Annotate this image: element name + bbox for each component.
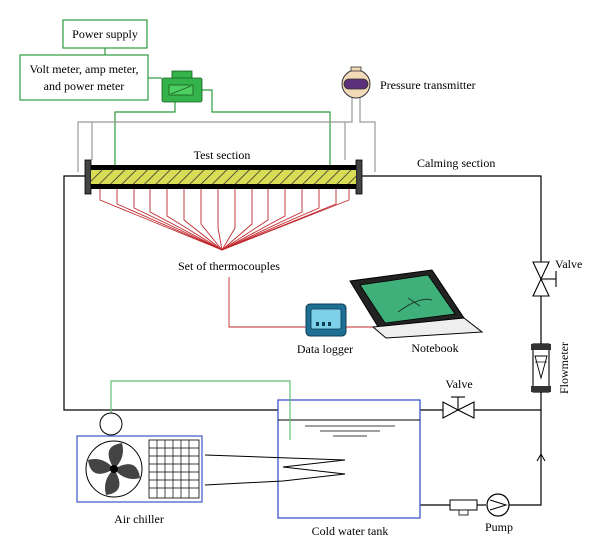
fan-icon xyxy=(85,440,143,498)
thermocouple-wires xyxy=(99,189,350,328)
data-logger-label: Data logger xyxy=(297,342,353,356)
power-supply-label: Power supply xyxy=(72,27,138,41)
pump-label: Pump xyxy=(485,520,513,534)
chiller-compressor-icon xyxy=(99,412,123,436)
pressure-tubing xyxy=(77,98,376,172)
chiller-coolant-line xyxy=(110,380,291,440)
pump-icon xyxy=(486,493,510,517)
notebook-icon xyxy=(349,269,484,339)
valve-bottom-label: Valve xyxy=(445,377,472,391)
pressure-transmitter-icon xyxy=(341,66,371,99)
pressure-transmitter-label: Pressure transmitter xyxy=(380,78,476,92)
calming-section-label: Calming section xyxy=(417,156,495,170)
power-supply-box: Power supply xyxy=(62,19,148,49)
cold-water-tank-label: Cold water tank xyxy=(312,524,389,538)
horizontal-valve-icon xyxy=(442,396,475,419)
flow-direction-arrow xyxy=(536,452,546,462)
air-chiller-unit xyxy=(76,435,203,503)
meter-box: Volt meter, amp meter, and power meter xyxy=(19,54,149,101)
test-section-label: Test section xyxy=(194,148,251,162)
valve-top-label: Valve xyxy=(555,257,582,271)
power-meter-device xyxy=(161,70,203,103)
meter-label-line2: and power meter xyxy=(44,79,125,93)
power-wiring xyxy=(104,48,331,168)
test-section-tube xyxy=(84,159,363,195)
meter-label-line1: Volt meter, amp meter, xyxy=(29,62,138,76)
thermocouples-label: Set of thermocouples xyxy=(178,259,280,273)
cold-water-tank xyxy=(204,399,421,519)
flowmeter-icon xyxy=(531,343,551,393)
flowmeter-label: Flowmeter xyxy=(557,342,571,394)
filter-icon xyxy=(449,499,478,516)
data-logger-icon xyxy=(305,303,347,337)
air-chiller-label: Air chiller xyxy=(114,512,164,526)
flow-loop-piping xyxy=(63,175,542,506)
vertical-valve-icon xyxy=(532,261,557,297)
notebook-label: Notebook xyxy=(411,341,458,355)
